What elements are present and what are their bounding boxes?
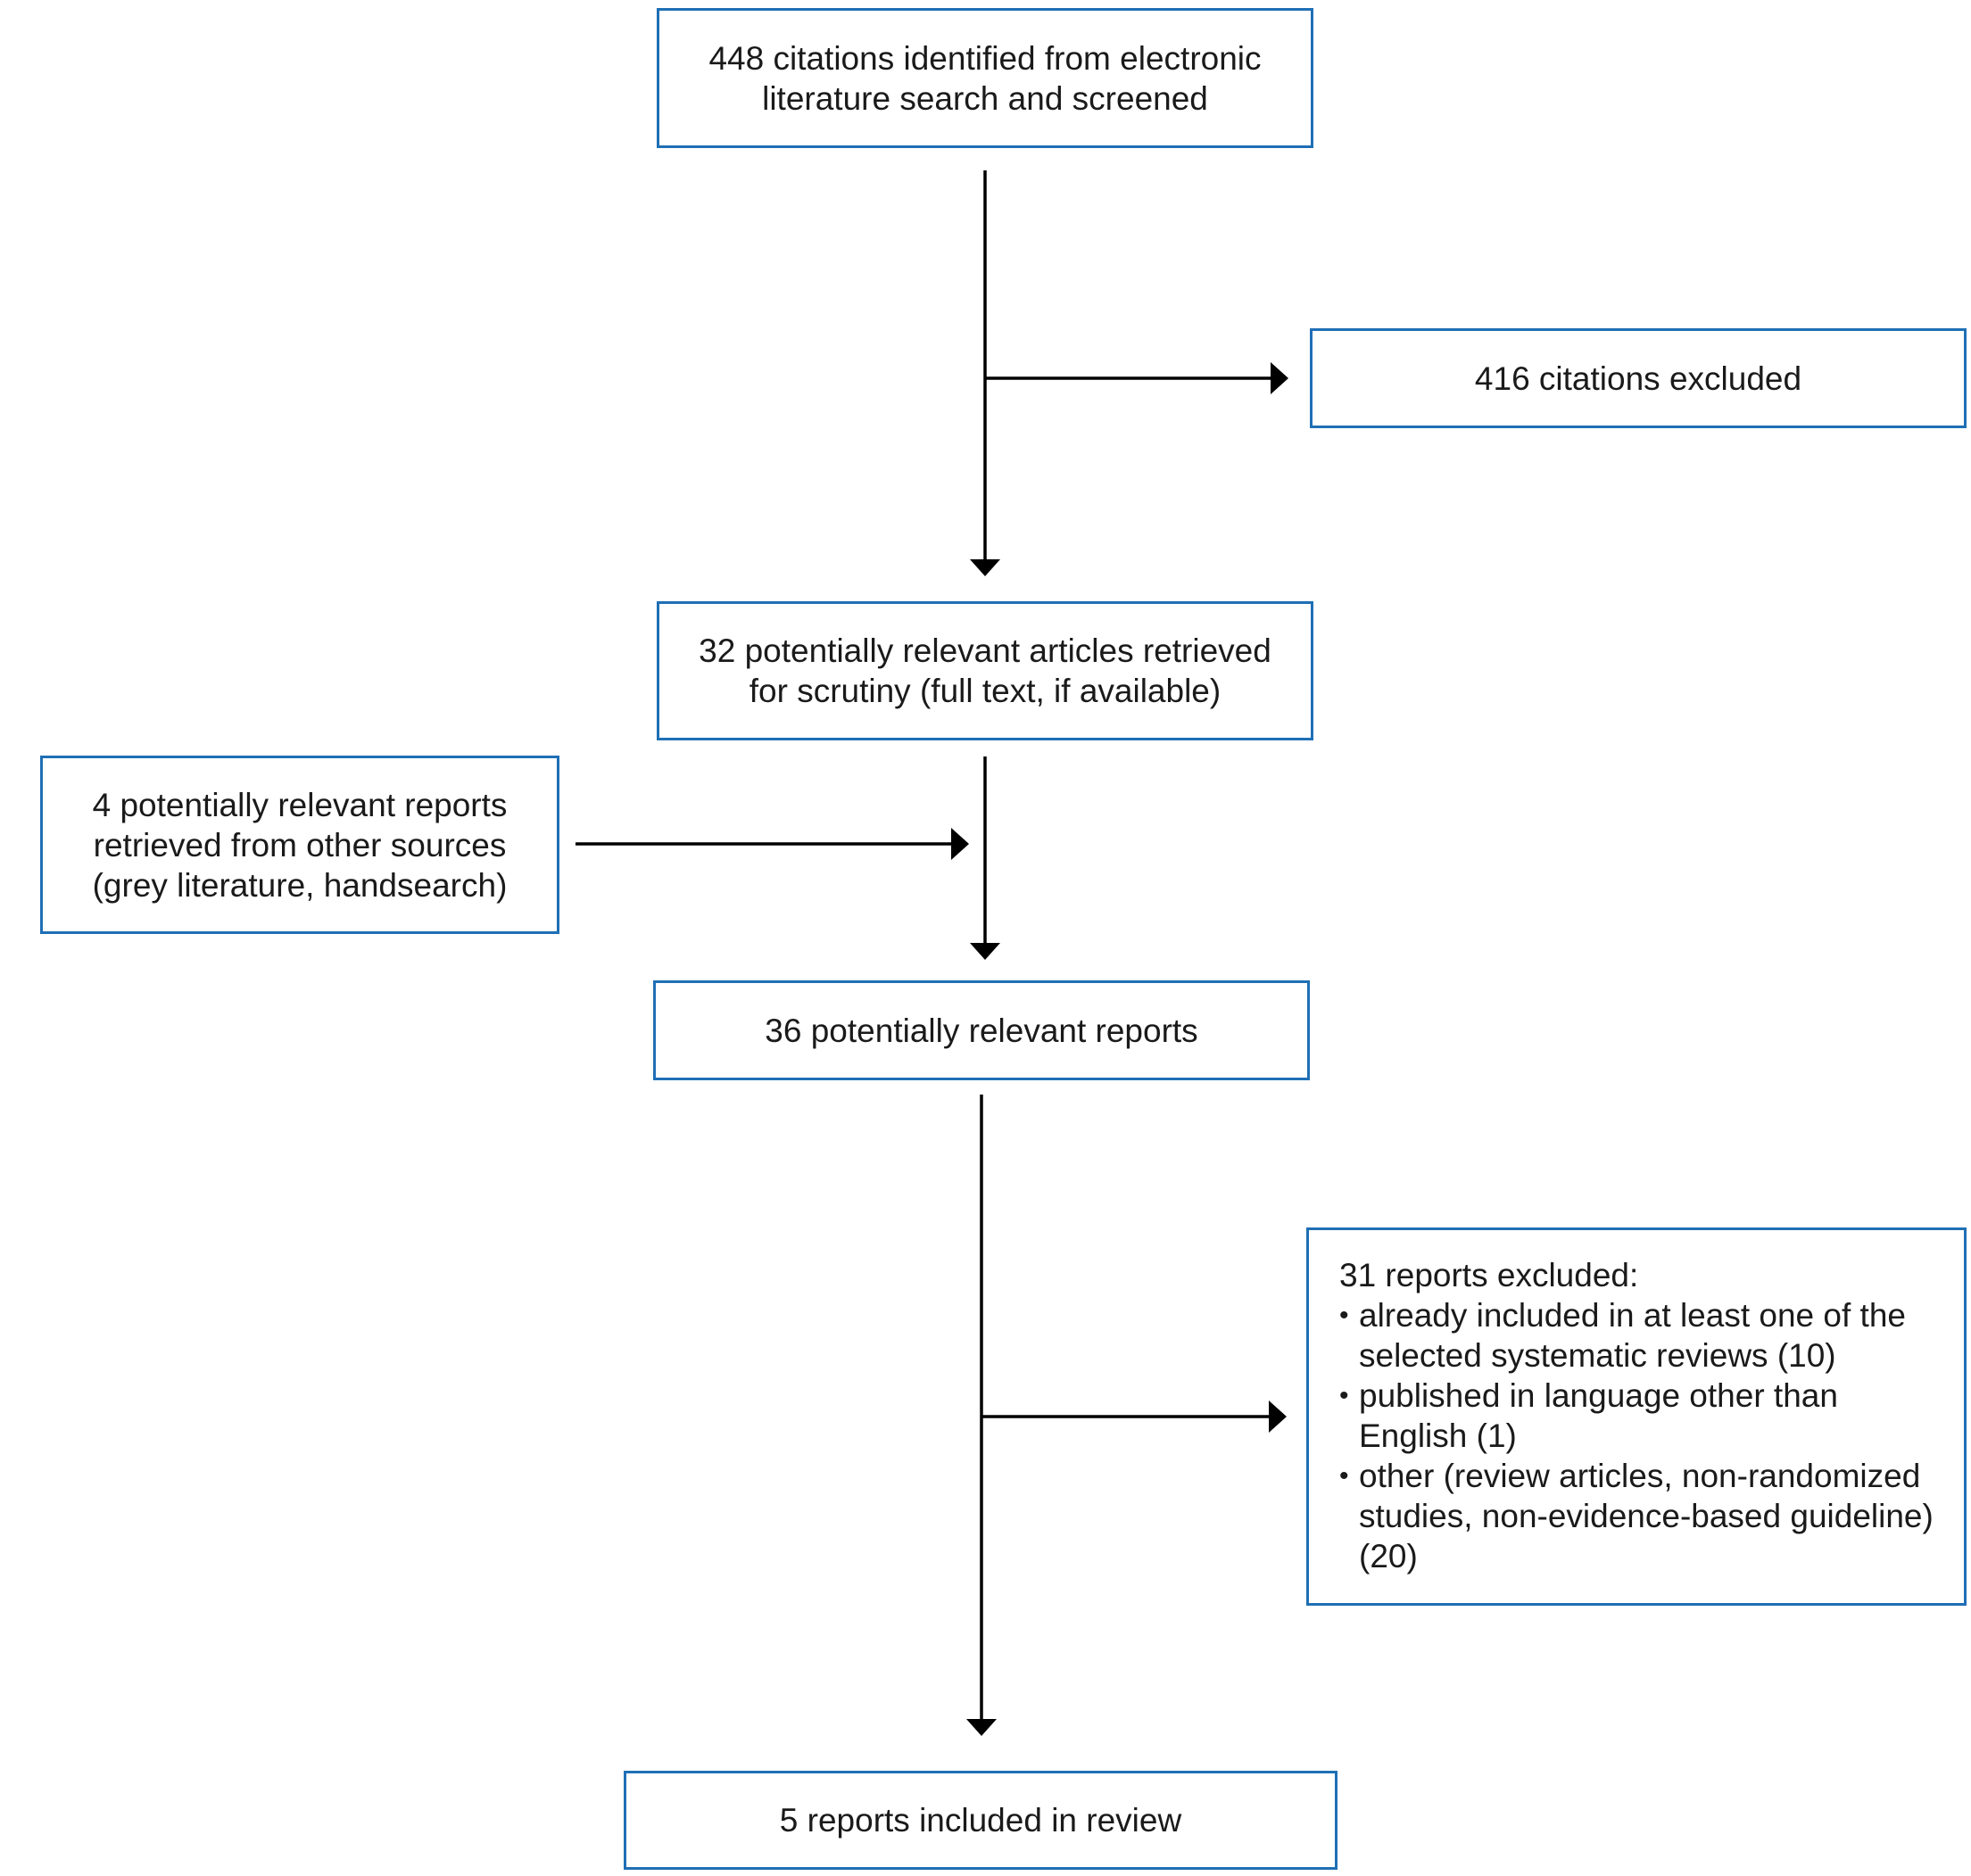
excluded-citations-text: 416 citations excluded xyxy=(1474,359,1802,397)
excluded-citations-box: 416 citations excluded xyxy=(1310,328,1967,428)
arrowhead-excluded-reports xyxy=(1269,1401,1287,1433)
excluded-reasons-list: already included in at least one of the … xyxy=(1339,1295,1937,1576)
excluded-reports-heading: 31 reports excluded: xyxy=(1339,1257,1639,1293)
arrowhead-retrieved xyxy=(970,559,1000,576)
other-sources-text: 4 potentially relevant reports retrieved… xyxy=(92,786,508,904)
included-reports-box: 5 reports included in review xyxy=(624,1771,1337,1870)
identified-citations-box: 448 citations identified from electronic… xyxy=(657,8,1313,148)
excluded-reason-item: published in language other than English… xyxy=(1339,1376,1937,1456)
retrieved-articles-box: 32 potentially relevant articles retriev… xyxy=(657,601,1313,740)
excluded-reason-item: already included in at least one of the … xyxy=(1339,1295,1937,1376)
potentially-relevant-reports-text: 36 potentially relevant reports xyxy=(765,1012,1198,1049)
other-sources-box: 4 potentially relevant reports retrieved… xyxy=(40,756,559,934)
arrowhead-other-sources xyxy=(951,828,969,860)
excluded-reports-box: 31 reports excluded: already included in… xyxy=(1306,1227,1967,1606)
arrowhead-36 xyxy=(970,943,1000,960)
potentially-relevant-reports-box: 36 potentially relevant reports xyxy=(653,980,1310,1080)
excluded-reason-item: other (review articles, non-randomized s… xyxy=(1339,1456,1937,1576)
included-reports-text: 5 reports included in review xyxy=(779,1802,1182,1839)
retrieved-articles-text: 32 potentially relevant articles retriev… xyxy=(699,632,1271,709)
identified-citations-text: 448 citations identified from electronic… xyxy=(708,39,1262,117)
arrowhead-included xyxy=(966,1719,997,1736)
arrowhead-excluded-citations xyxy=(1271,362,1288,394)
excluded-reports-content: 31 reports excluded: already included in… xyxy=(1339,1255,1937,1576)
